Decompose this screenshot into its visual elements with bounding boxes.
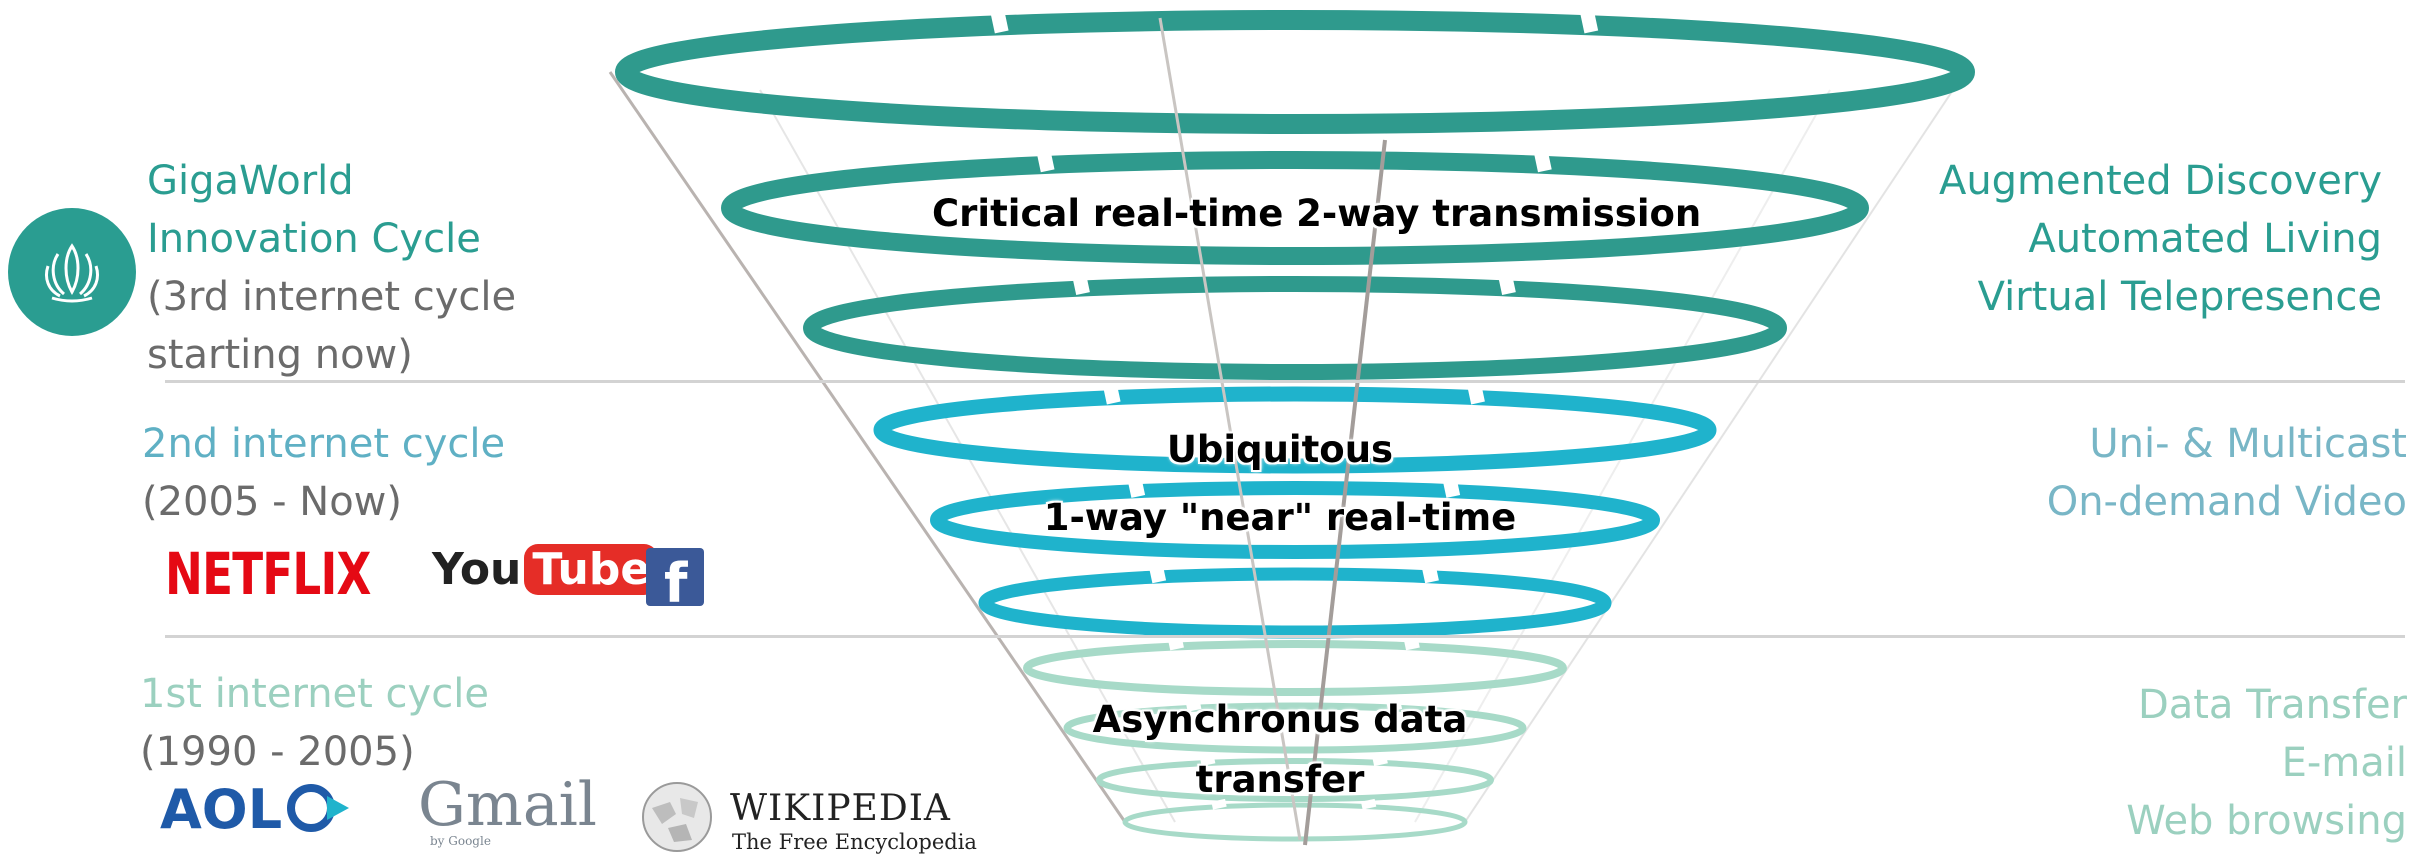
third-cycle-line-2: Innovation Cycle (147, 216, 481, 262)
third-cycle-right-2: Automated Living (2028, 216, 2382, 262)
funnel-ring-gap (1199, 753, 1216, 767)
gmail-logo: Gmail by Google (418, 770, 597, 848)
funnel-ring-gap (1034, 141, 1055, 173)
funnel-ring-gap (1185, 697, 1202, 712)
funnel-ring-gap (1360, 798, 1377, 810)
wikipedia-globe-icon (642, 782, 712, 852)
funnel-ring (1096, 758, 1494, 802)
funnel-ring-gap (1148, 560, 1167, 584)
funnel-ring-gap (1126, 473, 1146, 498)
funnel-ring (721, 151, 1869, 265)
funnel-ring-gap (988, 0, 1009, 34)
funnel-ring-gap (1577, 0, 1599, 34)
funnel-ring (930, 481, 1660, 559)
funnel-rings (615, 0, 1975, 842)
first-cycle-right-3: Web browsing (2126, 798, 2407, 844)
label-ubiquitous: Ubiquitous (1166, 428, 1394, 471)
third-cycle-line-1: GigaWorld (147, 158, 354, 204)
aol-triangle-icon (287, 784, 350, 832)
funnel-ring-gap (1420, 560, 1439, 584)
funnel-ring (1063, 702, 1527, 754)
funnel-ring-gap (1441, 473, 1461, 498)
third-cycle-right-3: Virtual Telepresence (1977, 274, 2382, 320)
label-transfer: transfer (1195, 758, 1365, 801)
funnel-ring-gap (1532, 141, 1552, 173)
funnel-ring-gap (1386, 697, 1403, 712)
funnel-ring-gap (1167, 634, 1184, 651)
wikipedia-logo-title: WIKIPEDIA (730, 788, 951, 829)
netflix-logo: NETFLIX (165, 540, 371, 608)
funnel-ring (615, 10, 1975, 134)
funnel-ring-gap (1070, 267, 1090, 296)
funnel-guide-line (608, 71, 1127, 823)
funnel-spoke (1303, 139, 1387, 846)
gmail-logo-text: Gmail (418, 770, 597, 840)
funnel-ring-gap (1211, 798, 1227, 810)
first-cycle-right-2: E-mail (2281, 740, 2407, 786)
lotus-icon (8, 208, 136, 336)
funnel-ring-gap (1496, 267, 1516, 296)
aol-logo-text: AOL (160, 778, 283, 841)
second-cycle-right-2: On-demand Video (2046, 479, 2407, 525)
funnel-ring (978, 567, 1612, 639)
funnel-ring-gap (1101, 378, 1121, 405)
facebook-logo: f (646, 548, 704, 615)
funnel-ring-gap (1372, 753, 1388, 767)
funnel-spoke (1158, 17, 1302, 841)
first-cycle-right-1: Data Transfer (2137, 682, 2407, 728)
funnel-ring (1023, 640, 1567, 696)
divider-second-first (165, 635, 2405, 638)
second-cycle-right-1: Uni- & Multicast (2089, 421, 2407, 467)
youtube-logo-tube: Tube (524, 544, 659, 595)
aol-logo: AOL (160, 778, 351, 841)
funnel-ring (803, 276, 1787, 380)
first-cycle-line-1: 1st internet cycle (140, 671, 489, 717)
third-cycle-right-1: Augmented Discovery (1938, 158, 2382, 204)
divider-third-second (165, 380, 2405, 383)
wikipedia-logo-sub: The Free Encyclopedia (732, 830, 977, 854)
third-cycle-line-4: starting now) (147, 332, 413, 378)
facebook-f: f (664, 552, 688, 615)
funnel-guide-line (1464, 71, 1966, 823)
label-near-realtime: 1-way "near" real-time (1043, 496, 1517, 539)
label-critical-realtime: Critical real-time 2-way transmission (932, 192, 1702, 235)
third-cycle-line-3: (3rd internet cycle (147, 274, 517, 320)
funnel-ring (873, 386, 1717, 474)
gmail-logo-sub: by Google (430, 834, 491, 848)
youtube-logo-you: You (432, 544, 522, 595)
first-cycle-line-2: (1990 - 2005) (140, 729, 415, 775)
funnel-ring-gap (1466, 378, 1485, 405)
label-async-data: Asynchronus data (1092, 698, 1468, 741)
second-cycle-line-1: 2nd internet cycle (142, 421, 506, 467)
funnel-ring-gap (1403, 634, 1420, 651)
second-cycle-line-2: (2005 - Now) (142, 479, 402, 525)
funnel-spokes (1158, 17, 1387, 846)
